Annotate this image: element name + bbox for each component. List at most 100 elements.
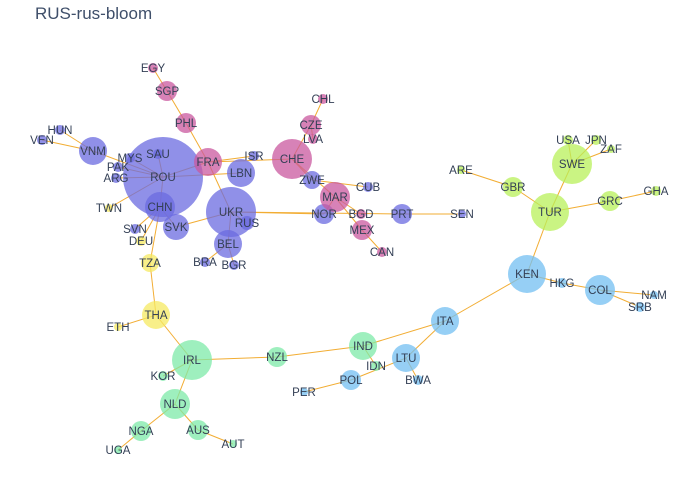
- node-svk[interactable]: [163, 214, 189, 240]
- node-srb[interactable]: [635, 302, 645, 312]
- node-label-pak: PAK: [107, 162, 129, 174]
- node-bra[interactable]: [200, 257, 210, 267]
- node-arg[interactable]: [111, 173, 121, 183]
- node-label-ind: IND: [353, 341, 373, 353]
- edge-ind-ita: [362, 320, 446, 347]
- node-ltu[interactable]: [392, 344, 420, 372]
- node-prt[interactable]: [392, 204, 412, 224]
- node-idn[interactable]: [371, 361, 381, 371]
- node-label-irl: IRL: [183, 355, 202, 367]
- node-pol[interactable]: [341, 370, 361, 390]
- node-sen[interactable]: [458, 210, 466, 218]
- node-lbn[interactable]: [227, 159, 255, 187]
- node-label-are: ARE: [449, 165, 473, 177]
- node-pak[interactable]: [113, 162, 123, 172]
- node-label-idn: IDN: [366, 361, 386, 373]
- node-label-pol: POL: [339, 375, 363, 387]
- node-irl[interactable]: [172, 340, 212, 380]
- node-sau[interactable]: [153, 149, 163, 159]
- node-mys[interactable]: [125, 153, 135, 163]
- node-che[interactable]: [272, 139, 312, 179]
- node-tur[interactable]: [531, 193, 569, 231]
- node-label-eth: ETH: [107, 322, 130, 334]
- node-rou[interactable]: [123, 137, 203, 217]
- node-ven[interactable]: [37, 135, 47, 145]
- node-twn[interactable]: [105, 204, 113, 212]
- node-label-nam: NAM: [641, 290, 667, 302]
- node-gbr[interactable]: [503, 177, 523, 197]
- node-jpn[interactable]: [591, 135, 601, 145]
- node-hun[interactable]: [55, 125, 65, 135]
- node-label-arg: ARG: [104, 173, 129, 185]
- node-mar[interactable]: [320, 182, 350, 212]
- node-kor[interactable]: [158, 371, 168, 381]
- node-nld[interactable]: [160, 389, 190, 419]
- node-bel[interactable]: [214, 230, 242, 258]
- node-label-bra: BRA: [193, 257, 217, 269]
- node-label-ken: KEN: [515, 269, 539, 281]
- node-vnm[interactable]: [79, 137, 107, 165]
- node-label-nga: NGA: [129, 426, 154, 438]
- node-mex[interactable]: [352, 220, 372, 240]
- node-swe[interactable]: [552, 144, 592, 184]
- node-tha[interactable]: [142, 301, 170, 329]
- node-label-rou: ROU: [150, 172, 176, 184]
- node-chl[interactable]: [318, 94, 328, 104]
- node-zwe[interactable]: [303, 171, 321, 189]
- node-label-tha: THA: [145, 310, 168, 322]
- node-usa[interactable]: [563, 135, 573, 145]
- node-nga[interactable]: [131, 421, 151, 441]
- node-chn[interactable]: [145, 192, 175, 222]
- node-label-chl: CHL: [311, 94, 335, 106]
- node-ken[interactable]: [508, 255, 546, 293]
- node-label-deu: DEU: [129, 236, 153, 248]
- node-label-gha: GHA: [644, 186, 669, 198]
- node-label-nzl: NZL: [266, 352, 288, 364]
- node-eth[interactable]: [114, 323, 122, 331]
- node-are[interactable]: [457, 166, 465, 174]
- node-ind[interactable]: [349, 332, 377, 360]
- node-label-ukr: UKR: [219, 207, 243, 219]
- node-ita[interactable]: [431, 307, 459, 335]
- node-label-lbn: LBN: [230, 168, 252, 180]
- node-col[interactable]: [585, 275, 615, 305]
- node-ukr[interactable]: [206, 187, 256, 237]
- node-gha[interactable]: [651, 186, 661, 196]
- node-cze[interactable]: [301, 115, 321, 135]
- node-label-uga: UGA: [106, 445, 131, 457]
- node-uga[interactable]: [114, 446, 122, 454]
- node-label-phl: PHL: [175, 118, 198, 130]
- node-zaf[interactable]: [607, 145, 615, 153]
- node-aus[interactable]: [188, 420, 208, 440]
- node-aut[interactable]: [229, 440, 237, 448]
- node-label-bgd: BGD: [349, 209, 374, 221]
- node-bgd[interactable]: [356, 209, 366, 219]
- node-bwa[interactable]: [413, 375, 423, 385]
- node-label-tza: TZA: [139, 258, 161, 270]
- node-egy[interactable]: [148, 63, 158, 73]
- node-per[interactable]: [300, 388, 308, 396]
- node-lva[interactable]: [308, 134, 318, 144]
- node-label-egy: EGY: [141, 63, 166, 75]
- node-grc[interactable]: [600, 191, 620, 211]
- node-cub[interactable]: [363, 182, 373, 192]
- node-label-aut: AUT: [222, 439, 245, 451]
- node-nam[interactable]: [650, 291, 658, 299]
- node-tza[interactable]: [141, 254, 159, 272]
- node-isr[interactable]: [249, 151, 259, 161]
- node-label-bgr: BGR: [222, 260, 247, 272]
- node-bgr[interactable]: [229, 260, 239, 270]
- node-phl[interactable]: [176, 113, 196, 133]
- node-can[interactable]: [377, 247, 387, 257]
- node-label-mar: MAR: [322, 192, 348, 204]
- node-sgp[interactable]: [157, 81, 177, 101]
- node-hkg[interactable]: [557, 278, 567, 288]
- node-label-bwa: BWA: [405, 375, 431, 387]
- node-fra[interactable]: [194, 148, 222, 176]
- node-label-vnm: VNM: [80, 146, 106, 158]
- node-svn[interactable]: [130, 224, 140, 234]
- node-nzl[interactable]: [267, 347, 287, 367]
- node-deu[interactable]: [136, 236, 146, 246]
- node-layer: [37, 63, 661, 454]
